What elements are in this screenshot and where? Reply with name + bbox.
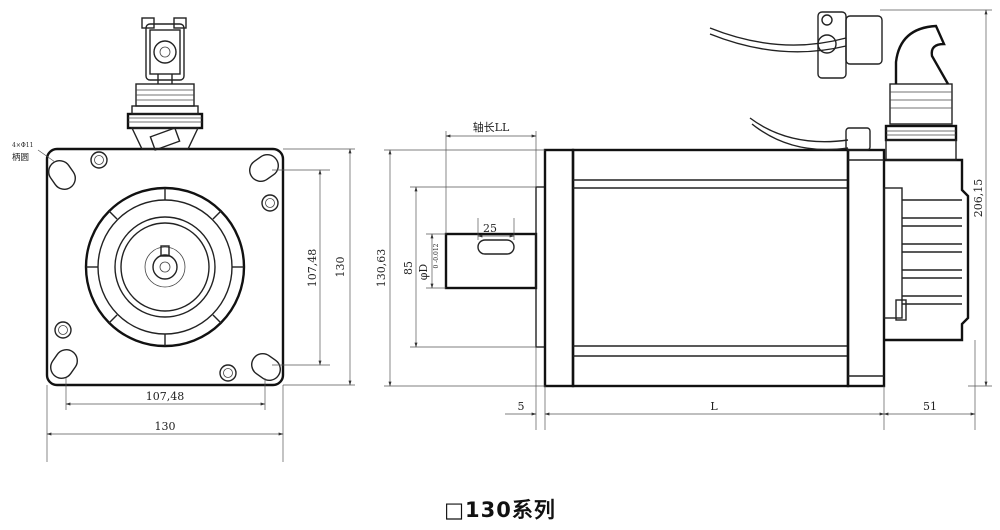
dim-body: L: [710, 400, 718, 413]
dim-spigot: 85: [402, 261, 415, 275]
side-spigot: [535, 186, 546, 348]
dim-flange: 130,63: [375, 249, 388, 288]
dim-shaft-dia: φD: [417, 264, 430, 281]
front-boss: [84, 186, 246, 348]
dim-flange-thk: 5: [518, 400, 525, 413]
side-body: [571, 148, 850, 388]
front-vertical-dims: 107,48 130: [272, 148, 355, 386]
side-view: 轴长LL 25 φD 0 -0.012 85 130,63 5 L 51: [375, 9, 992, 430]
dim-key: 25: [483, 222, 497, 235]
side-shaft: [444, 232, 538, 290]
dim-front-v-outer: 130: [334, 257, 347, 278]
dim-front-h-inner: 107,48: [146, 390, 185, 403]
front-bolts: [54, 151, 279, 382]
dim-front-h-outer: 130: [155, 420, 176, 433]
side-power-cable: [749, 117, 871, 151]
front-mounting-slots: [48, 154, 281, 381]
dim-rear: 51: [923, 400, 937, 413]
dim-shaft-tol: 0 -0.012: [433, 243, 440, 268]
side-encoder-housing: [883, 158, 970, 342]
dim-front-v-inner: 107,48: [306, 249, 319, 288]
dim-height: 206,15: [972, 179, 985, 218]
front-horizontal-dims: 107,48 130: [46, 378, 284, 462]
front-hole-note-2: 柄圆: [12, 152, 29, 163]
caption: □130系列: [444, 498, 556, 522]
dim-shaft-length: 轴长LL: [473, 120, 510, 134]
front-hole-note-1: 4×Φ11: [12, 142, 33, 149]
front-view: 4×Φ11 柄圆 107,48 130 107,48 130: [12, 17, 355, 462]
front-flange-square: [45, 147, 285, 387]
side-connector: [709, 11, 958, 161]
side-rear-cover: [846, 148, 886, 388]
side-flange: [543, 148, 575, 388]
front-connector: [126, 17, 204, 151]
